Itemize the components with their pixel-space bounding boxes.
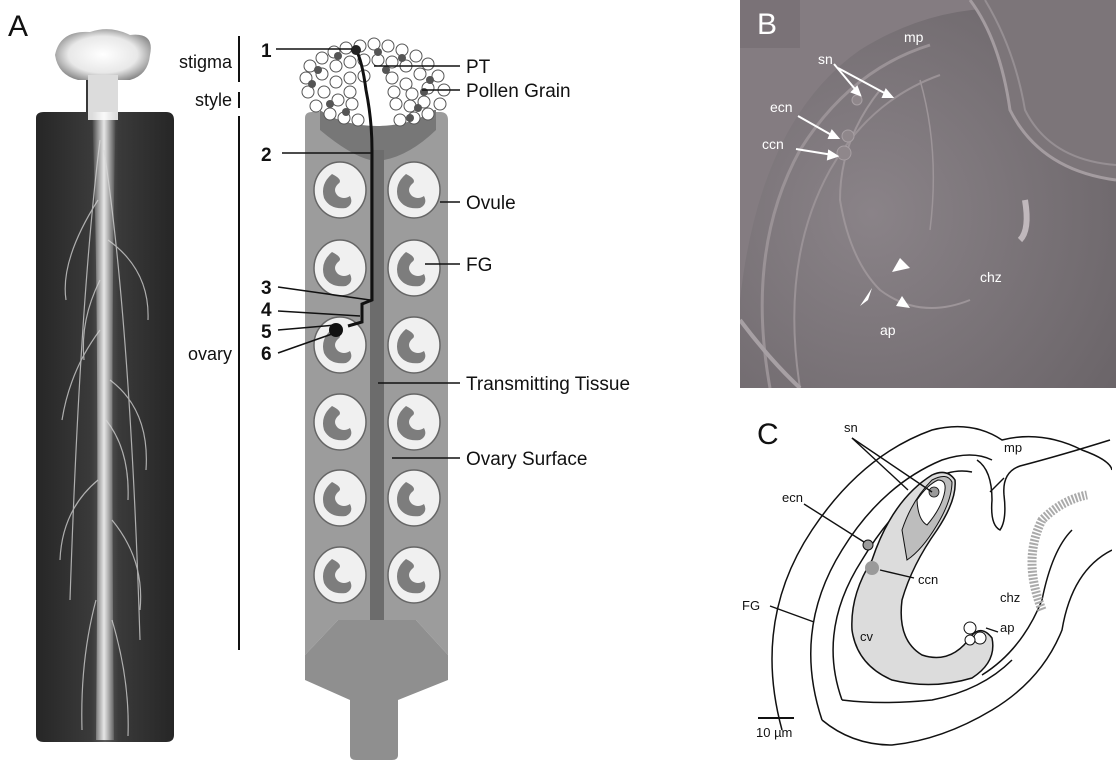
c-label-chz: chz (1000, 590, 1020, 605)
label-transmitting-tissue: Transmitting Tissue (466, 374, 630, 395)
pistil-schematic (300, 38, 451, 760)
c-scale-bar-label: 10 µm (756, 725, 792, 740)
step-label-3: 3 (261, 278, 272, 299)
pistil-micrograph (36, 29, 174, 742)
c-label-ccn: ccn (918, 572, 938, 587)
panel-a-figure: stigma style ovary (0, 0, 700, 762)
c-label-mp: mp (1004, 440, 1022, 455)
c-label-fg: FG (742, 598, 760, 613)
b-label-sn: sn (818, 51, 833, 67)
region-label-stigma: stigma (179, 52, 233, 72)
step-label-6: 6 (261, 344, 272, 365)
label-pt: PT (466, 57, 491, 78)
region-label-style: style (195, 90, 232, 110)
b-label-ap: ap (880, 322, 896, 338)
label-pollen-grain: Pollen Grain (466, 81, 571, 102)
step-label-4: 4 (261, 300, 272, 321)
region-label-ovary: ovary (188, 344, 232, 364)
c-label-sn: sn (844, 420, 858, 435)
b-label-ecn: ecn (770, 99, 793, 115)
step-label-1: 1 (261, 41, 272, 62)
label-ovary-surface: Ovary Surface (466, 449, 587, 470)
step-label-5: 5 (261, 322, 272, 343)
label-ovule: Ovule (466, 193, 516, 214)
b-label-ccn: ccn (762, 136, 784, 152)
c-label-ecn: ecn (782, 490, 803, 505)
c-label-ap: ap (1000, 620, 1014, 635)
c-label-cv: cv (860, 629, 874, 644)
step-label-2: 2 (261, 145, 272, 166)
b-label-chz: chz (980, 269, 1002, 285)
pollen-grain-origin (351, 45, 361, 55)
panel-b-labels: mp sn ecn ccn chz ap (740, 0, 1116, 388)
b-label-mp: mp (904, 29, 924, 45)
panel-c-diagram: sn mp ecn ccn chz FG cv ap 10 µm (742, 400, 1112, 760)
label-fg: FG (466, 255, 492, 276)
